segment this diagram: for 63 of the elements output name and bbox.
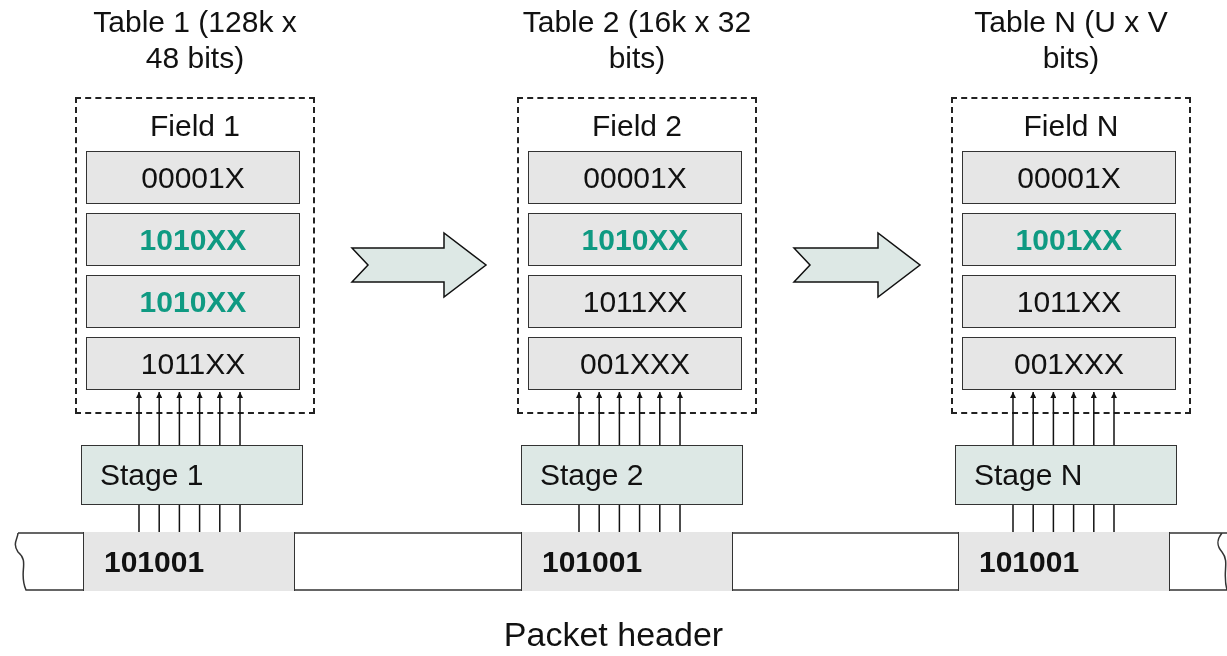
table-entry: 00001X bbox=[86, 151, 300, 204]
connector-line bbox=[598, 504, 600, 533]
arrow bbox=[176, 391, 183, 446]
table-entry: 1011XX bbox=[962, 275, 1176, 328]
field-label: Field N bbox=[1022, 108, 1120, 144]
arrow bbox=[1010, 391, 1016, 446]
connector-line bbox=[198, 504, 201, 533]
connector-line bbox=[618, 504, 621, 533]
stage-box: Stage N bbox=[955, 445, 1177, 505]
header-field: 101001 bbox=[958, 532, 1170, 591]
connector-line bbox=[158, 504, 160, 533]
table-entry: 00001X bbox=[962, 151, 1176, 204]
connector-line bbox=[679, 504, 681, 533]
field-label: Field 1 bbox=[148, 108, 241, 144]
stage-box: Stage 2 bbox=[521, 445, 743, 505]
block-arrow bbox=[792, 231, 922, 299]
arrow bbox=[136, 391, 142, 446]
connector-line bbox=[1093, 504, 1095, 533]
arrow bbox=[1090, 391, 1097, 446]
field-label: Field 2 bbox=[590, 108, 683, 144]
arrow bbox=[636, 391, 643, 446]
header-field: 101001 bbox=[83, 532, 295, 591]
table-entry: 1011XX bbox=[528, 275, 742, 328]
connector-line bbox=[178, 504, 181, 533]
connector-line bbox=[1052, 504, 1055, 533]
arrow bbox=[1050, 391, 1057, 446]
table-title: Table N (U x V bits) bbox=[973, 4, 1169, 76]
connector-line bbox=[578, 504, 580, 533]
table-entry: 001XXX bbox=[528, 337, 742, 390]
table-entry: 001XXX bbox=[962, 337, 1176, 390]
connector-line bbox=[138, 504, 140, 533]
header-label: Packet header bbox=[502, 614, 725, 654]
arrow bbox=[1070, 391, 1077, 446]
connector-line bbox=[219, 504, 221, 533]
arrow bbox=[656, 391, 663, 446]
table-title: Table 1 (128k x 48 bits) bbox=[92, 4, 298, 76]
arrow bbox=[616, 391, 623, 446]
arrow bbox=[156, 391, 163, 446]
table-entry: 1010XX bbox=[528, 213, 742, 266]
arrow bbox=[237, 391, 243, 446]
connector-line bbox=[659, 504, 661, 533]
table-title: Table 2 (16k x 32 bits) bbox=[522, 4, 752, 76]
arrow bbox=[216, 391, 223, 446]
table-entry: 1001XX bbox=[962, 213, 1176, 266]
connector-line bbox=[1012, 504, 1014, 533]
connector-line bbox=[1032, 504, 1034, 533]
table-entry: 1010XX bbox=[86, 213, 300, 266]
arrow bbox=[196, 391, 203, 446]
block-arrow bbox=[350, 231, 488, 299]
connector-line bbox=[1113, 504, 1115, 533]
arrow bbox=[576, 391, 582, 446]
table-entry: 00001X bbox=[528, 151, 742, 204]
table-entry: 1010XX bbox=[86, 275, 300, 328]
stage-box: Stage 1 bbox=[81, 445, 303, 505]
connector-line bbox=[638, 504, 641, 533]
header-field: 101001 bbox=[521, 532, 733, 591]
connector-line bbox=[239, 504, 241, 533]
arrow bbox=[677, 391, 683, 446]
arrow bbox=[1030, 391, 1037, 446]
arrow bbox=[1111, 391, 1117, 446]
table-entry: 1011XX bbox=[86, 337, 300, 390]
connector-line bbox=[1072, 504, 1075, 533]
arrow bbox=[596, 391, 603, 446]
